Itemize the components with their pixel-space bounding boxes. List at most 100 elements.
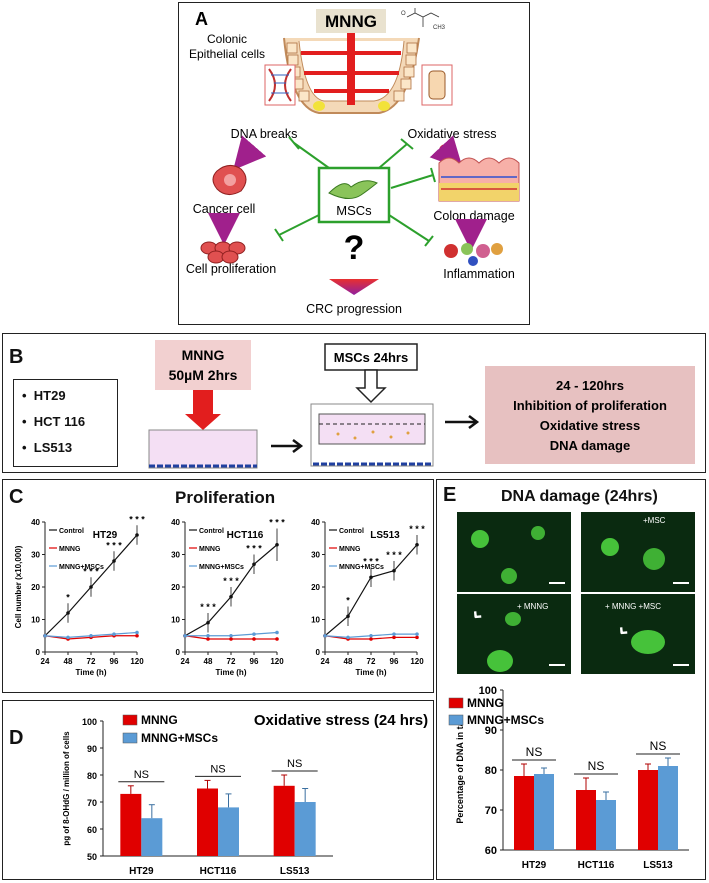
legend-label: MNNG+MSCs — [339, 564, 384, 571]
x-tick-label: 120 — [270, 657, 284, 666]
crc-arrow — [329, 279, 379, 295]
dna-damage-title: DNA damage (24hrs) — [501, 488, 658, 505]
inflammation-label: Inflammation — [443, 267, 515, 281]
significance-mark: NS — [134, 769, 149, 781]
x-tick-label: 96 — [390, 657, 399, 666]
panel-b-label: B — [9, 346, 24, 368]
y-tick-label: 100 — [82, 717, 97, 727]
arrow-right-2-head — [468, 415, 480, 429]
data-point — [392, 635, 396, 640]
y-tick-label: 60 — [87, 825, 97, 835]
mnng-down-arrow — [185, 390, 221, 430]
y-tick-label: 20 — [31, 583, 40, 592]
cell-line-item: • LS513 — [22, 440, 73, 455]
y-tick-label: 40 — [31, 518, 40, 527]
data-point — [392, 568, 396, 573]
panel-b: B • HT29 • HCT 116 • LS513 MNNG 50µM 2hr… — [2, 333, 706, 473]
data-point — [323, 633, 327, 638]
y-axis-label: Percentage of DNA in tail — [455, 716, 465, 823]
cell-lines-box: • HT29 • HCT 116 • LS513 — [13, 379, 118, 467]
y-tick-label: 0 — [176, 648, 181, 657]
arrow-right-1-head — [292, 439, 304, 453]
result-line: DNA damage — [550, 438, 630, 453]
comet-image-label: + MNNG +MSC — [605, 602, 662, 611]
data-point — [275, 630, 279, 635]
panel-e-label: E — [443, 484, 457, 506]
msc-down-arrow — [355, 369, 387, 404]
mnng-treatment-title: MNNG — [182, 347, 225, 363]
dna-breaks-label: DNA breaks — [231, 127, 298, 141]
bar — [273, 785, 295, 856]
data-point — [135, 533, 139, 537]
legend-swatch — [448, 697, 464, 709]
significance-mark: NS — [588, 759, 605, 773]
data-point — [369, 575, 373, 580]
bar — [514, 776, 534, 850]
data-point — [415, 635, 419, 640]
legend-label: MNNG — [339, 546, 361, 553]
panel-e: E DNA damage (24hrs) +MSC + MNNG ⌄ + MNN… — [436, 479, 706, 880]
x-axis-label: Time (h) — [76, 668, 107, 677]
x-tick-label: 24 — [41, 657, 50, 666]
legend-label: MNNG — [199, 546, 221, 553]
data-point — [275, 637, 279, 641]
data-point — [346, 614, 350, 619]
data-point — [229, 637, 233, 641]
x-tick-label: 48 — [204, 657, 213, 666]
chart-title: HT29 — [93, 530, 118, 541]
y-tick-label: 80 — [87, 771, 97, 781]
significance-mark: * * * — [269, 518, 285, 528]
y-tick-label: 90 — [87, 744, 97, 754]
data-point — [183, 633, 187, 638]
x-tick-label: 72 — [367, 657, 376, 666]
panel-c-label: C — [9, 486, 24, 508]
significance-mark: * * * — [223, 576, 239, 586]
significance-mark: * * * — [386, 550, 402, 560]
bar — [294, 802, 316, 856]
question-mark: ? — [344, 229, 365, 267]
data-point — [415, 542, 419, 547]
inflammatory-cells-icon — [444, 243, 503, 266]
data-point — [369, 633, 373, 638]
y-tick-label: 0 — [316, 648, 321, 657]
legend-swatch — [122, 732, 138, 744]
mnng-molecule-icon: O CH3 — [401, 8, 446, 31]
x-tick-label: 24 — [321, 657, 330, 666]
cancer-cell-label: Cancer cell — [193, 202, 256, 216]
cell-line-item: • HT29 — [22, 388, 66, 403]
data-point — [206, 633, 210, 638]
bar — [596, 800, 616, 850]
significance-mark: * * * — [363, 557, 379, 567]
cell-proliferation-label: Cell proliferation — [186, 262, 276, 276]
category-label: HT29 — [522, 860, 547, 871]
msc-treatment-box — [324, 343, 418, 371]
comet-image: +MSC — [581, 512, 695, 592]
panel-b-diagram: MNNG 50µM 2hrs MSCs 24hrs 24 - 120hrs In… — [148, 340, 695, 469]
arrowhead-icon: ⌄ — [465, 599, 493, 627]
legend-label: MNNG — [141, 713, 178, 727]
msc-label: MSCs — [336, 203, 372, 218]
results-box — [485, 366, 695, 464]
y-tick-label: 0 — [36, 648, 41, 657]
category-label: LS513 — [643, 860, 673, 871]
y-tick-label: 10 — [311, 616, 320, 625]
cell-line-item: • HCT 116 — [22, 414, 86, 429]
dna-helix-icon — [268, 68, 292, 102]
significance-mark: * — [346, 596, 350, 606]
epithelial-cell-icon — [428, 70, 446, 100]
bar — [141, 818, 163, 856]
colon-damage-label: Colon damage — [433, 209, 514, 223]
data-point — [112, 559, 116, 563]
data-point — [252, 632, 256, 636]
data-point — [66, 635, 70, 640]
significance-mark: NS — [287, 758, 302, 770]
y-tick-label: 100 — [479, 685, 497, 697]
data-point — [392, 632, 396, 636]
y-tick-label: 40 — [171, 518, 180, 527]
panel-a-label: A — [195, 9, 208, 29]
